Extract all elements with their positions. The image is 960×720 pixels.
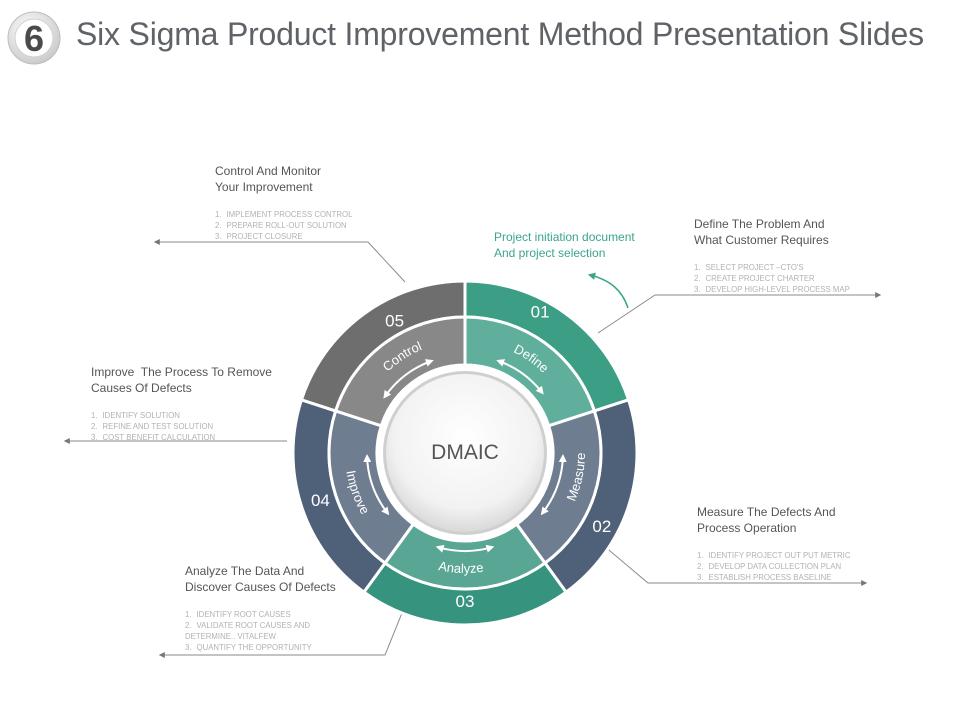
note-arrow — [587, 272, 629, 309]
stage-items-measure: 1.IDENTIFY PROJECT OUT PUT METRIC 2.DEVE… — [697, 550, 850, 583]
list-item: 1.IDENTIFY ROOT CAUSES — [185, 610, 291, 619]
list-item: 2.PREPARE ROLL-OUT SOLUTION — [215, 221, 347, 230]
segment-number-analyze: 03 — [456, 592, 475, 611]
leader-lines — [63, 239, 882, 658]
stage-heading-measure: Measure The Defects And Process Operatio… — [697, 505, 836, 535]
cycle-arrow-icon — [540, 454, 567, 516]
segment-label-analyze: Analyze — [437, 558, 484, 576]
list-item-text: PREPARE ROLL-OUT SOLUTION — [226, 221, 347, 230]
cycle-arrow-icon — [363, 454, 390, 516]
list-item: 1.IDENTIFY SOLUTION — [91, 411, 180, 420]
segment-number-control: 05 — [385, 312, 404, 331]
leader-measure — [596, 539, 868, 586]
leader-analyze — [158, 607, 405, 658]
cycle-arrow-icon — [435, 544, 495, 553]
list-item-text: IDENTIFY SOLUTION — [102, 411, 180, 420]
list-item: 3.QUANTIFY THE OPPORTUNITY — [185, 643, 312, 652]
text-block-improve: Improve The Process To Remove Causes Of … — [91, 364, 272, 443]
list-item-text: QUANTIFY THE OPPORTUNITY — [196, 643, 312, 652]
list-item: 1.IDENTIFY PROJECT OUT PUT METRIC — [697, 551, 851, 560]
segment-analyze: Analyze 03 — [361, 522, 569, 627]
list-item: 2.CREATE PROJECT CHARTER — [694, 274, 815, 283]
annotation-note: Project initiation document And project … — [494, 230, 635, 260]
list-item-text: PROJECT CLOSURE — [226, 232, 303, 241]
list-item-text: DEVELOP DATA COLLECTION PLAN — [708, 562, 842, 571]
text-block-control: Control And Monitor Your Improvement 1.I… — [215, 163, 352, 242]
list-item-text: IDENTIFY ROOT CAUSES — [196, 610, 291, 619]
list-item: 3.COST BENEFIT CALCULATION — [91, 433, 216, 442]
leader-control — [153, 239, 406, 283]
center-disc: DMAIC — [383, 371, 547, 535]
cycle-arrow-icon — [496, 359, 544, 395]
header-badge: 6 — [7, 11, 61, 65]
text-block-measure: Measure The Defects And Process Operatio… — [697, 504, 850, 583]
list-item: 2.REFINE AND TEST SOLUTION — [91, 422, 214, 431]
stage-heading-control: Control And Monitor Your Improvement — [215, 164, 322, 194]
list-item-text: CREATE PROJECT CHARTER — [705, 274, 815, 283]
list-item: 3.DEVELOP HIGH-LEVEL PROCESS MAP — [694, 285, 850, 294]
list-item: 2.DEVELOP DATA COLLECTION PLAN — [697, 562, 842, 571]
leader-define — [597, 292, 882, 334]
badge-number: 6 — [24, 18, 44, 59]
stage-items-control: 1.IMPLEMENT PROCESS CONTROL 2.PREPARE RO… — [215, 209, 352, 242]
stage-items-improve: 1.IDENTIFY SOLUTION 2.REFINE AND TEST SO… — [91, 410, 272, 443]
text-block-define: Define The Problem And What Customer Req… — [694, 216, 850, 295]
stage-heading-improve: Improve The Process To Remove Causes Of … — [91, 365, 272, 395]
list-item: 3.ESTABLISH PROCESS BASELINE — [697, 573, 832, 582]
segment-number-improve: 04 — [311, 491, 330, 510]
list-item-text: DEVELOP HIGH-LEVEL PROCESS MAP — [705, 285, 850, 294]
list-item: 3.PROJECT CLOSURE — [215, 232, 303, 241]
text-block-analyze: Analyze The Data And Discover Causes Of … — [185, 563, 336, 653]
stage-items-analyze: 1.IDENTIFY ROOT CAUSES 2.VALIDATE ROOT C… — [185, 609, 336, 653]
center-label: DMAIC — [431, 441, 499, 464]
list-item-text: IMPLEMENT PROCESS CONTROL — [226, 210, 353, 219]
stage-heading-define: Define The Problem And What Customer Req… — [694, 217, 829, 247]
list-item-text: SELECT PROJECT –CTO'S — [705, 263, 804, 272]
list-item: 2.VALIDATE ROOT CAUSES AND DETERMINE.. V… — [185, 621, 311, 641]
segment-number-measure: 02 — [592, 517, 611, 536]
segment-number-define: 01 — [531, 303, 550, 322]
list-item-text: IDENTIFY PROJECT OUT PUT METRIC — [708, 551, 851, 560]
list-item-text: COST BENEFIT CALCULATION — [102, 433, 216, 442]
list-item-text: ESTABLISH PROCESS BASELINE — [708, 573, 832, 582]
list-item-text: VALIDATE ROOT CAUSES AND DETERMINE.. VIT… — [185, 621, 311, 641]
stage-heading-analyze: Analyze The Data And Discover Causes Of … — [185, 564, 336, 594]
list-item-text: REFINE AND TEST SOLUTION — [102, 422, 214, 431]
cycle-arrow-icon — [383, 359, 434, 399]
page-title: Six Sigma Product Improvement Method Pre… — [76, 16, 924, 52]
stage-items-define: 1.SELECT PROJECT –CTO'S 2.CREATE PROJECT… — [694, 262, 850, 295]
list-item: 1.IMPLEMENT PROCESS CONTROL — [215, 210, 353, 219]
list-item: 1.SELECT PROJECT –CTO'S — [694, 263, 804, 272]
